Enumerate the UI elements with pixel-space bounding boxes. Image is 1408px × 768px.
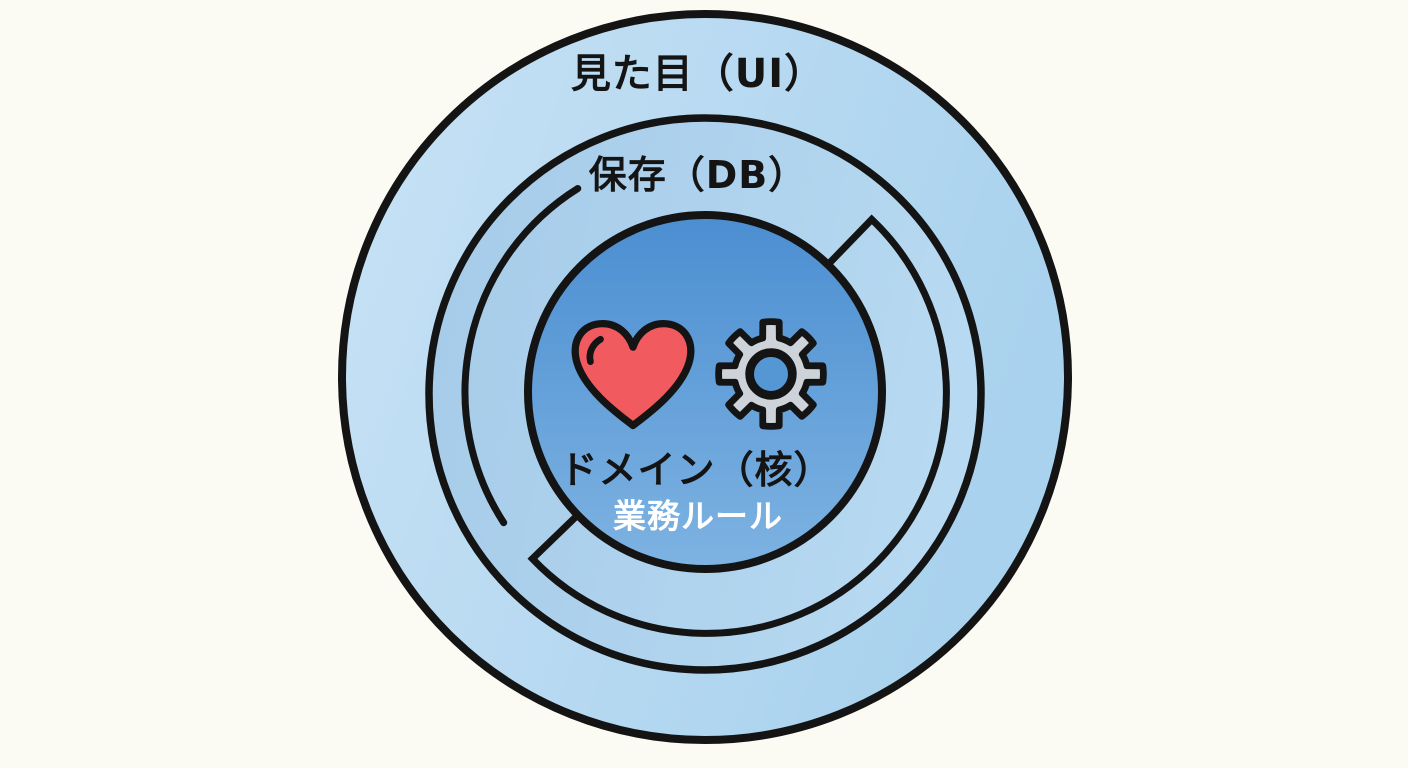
- middle-layer-label: 保存（DB）: [588, 153, 808, 197]
- heart-icon: [571, 319, 695, 430]
- outer-layer-label: 見た目（UI）: [570, 51, 826, 97]
- heart-shape: [571, 319, 695, 430]
- heart-shine-stroke: [586, 335, 604, 366]
- middle-ring-arc-right: [527, 214, 950, 637]
- gear-icon: [715, 318, 827, 430]
- middle-ring-arc-left: [461, 185, 582, 527]
- gear-hole: [745, 348, 797, 400]
- inner-layer-label: ドメイン（核）: [559, 448, 833, 492]
- inner-layer-sublabel: 業務ルール: [613, 496, 783, 536]
- inner-layer-circle: [524, 211, 886, 573]
